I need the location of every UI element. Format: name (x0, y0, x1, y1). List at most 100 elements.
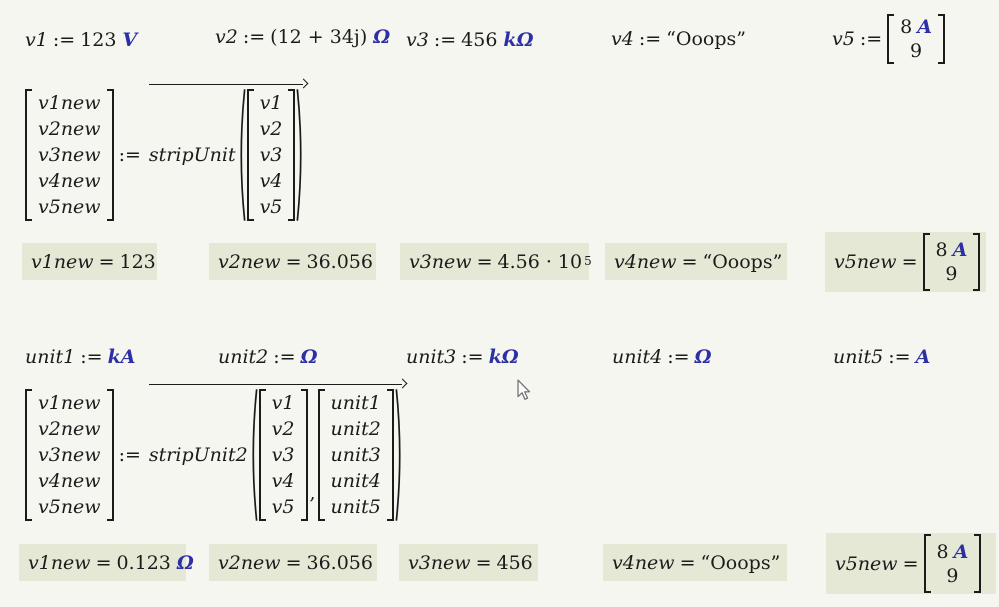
variable-name: v2new (218, 250, 281, 273)
result-v3new-first[interactable]: v3new = 4.56 · 10 5 (400, 243, 592, 280)
assign-operator: := (118, 444, 141, 466)
definition-unit4[interactable]: unit4 := Ω (612, 346, 712, 368)
unit-label: A (915, 346, 931, 368)
result-v5new-first[interactable]: v5new = 8 A 9 (825, 232, 986, 292)
variable-name: unit2 (218, 346, 269, 368)
assign-operator: := (242, 26, 266, 48)
matrix-row: v2new (38, 418, 101, 440)
matrix-bracket-left (922, 233, 930, 291)
variable-name: v2new (218, 551, 281, 574)
matrix-row: 8 A (937, 540, 969, 564)
variable-name: v4 (611, 28, 634, 50)
mouse-pointer-icon (517, 379, 531, 400)
value: 456 (496, 551, 533, 574)
matrix-row: v4 (259, 170, 283, 192)
value: 9 (946, 564, 959, 587)
paren-right-icon (296, 88, 305, 222)
definition-v5[interactable]: v5 := 8 A 9 (832, 13, 945, 65)
result-v4new-second[interactable]: v4new = “Ooops” (603, 544, 787, 581)
stripunit-assignment[interactable]: v1new v2new v3new v4new v5new := stripUn… (25, 78, 309, 222)
unit-label: Ω (373, 26, 391, 48)
stripunit2-assignment[interactable]: v1new v2new v3new v4new v5new := stripUn… (25, 378, 408, 522)
unit-label: A (917, 16, 932, 38)
matrix-row: 9 (937, 564, 969, 588)
assign-operator: := (461, 346, 484, 368)
matrix-row: 8 A (936, 238, 968, 262)
unit-label: kA (107, 346, 136, 368)
equals-operator: = (681, 250, 698, 273)
value: “Ooops” (702, 250, 783, 273)
equals-operator: = (901, 251, 918, 273)
assign-operator: := (118, 144, 141, 166)
unit-label: V (122, 29, 138, 51)
matrix-bracket-right (386, 389, 394, 521)
matrix-row: 9 (936, 262, 968, 286)
value: 36.056 (306, 551, 373, 574)
matrix-row: v2new (38, 118, 101, 140)
variable-name: v1new (31, 250, 94, 273)
matrix-row: 8 A (900, 15, 932, 39)
matrix-row: v2 (271, 418, 295, 440)
matrix-row: 9 (900, 39, 932, 63)
matrix-bracket-left (258, 389, 266, 521)
unit-label: Ω (300, 346, 318, 368)
matrix-bracket-left (923, 534, 931, 593)
assign-operator: := (638, 28, 662, 50)
variable-name: v3new (408, 551, 471, 574)
input-matrix: v1 v2 v3 v4 v5 (254, 88, 289, 222)
definition-v1[interactable]: v1 := 123 V (25, 29, 137, 51)
variable-name: v4new (614, 250, 677, 273)
variable-name: v1new (28, 551, 91, 574)
unit-label: kΩ (503, 29, 534, 51)
result-v5new-second[interactable]: v5new = 8 A 9 (826, 533, 996, 594)
value: (12 + 34j) (270, 26, 368, 48)
definition-v4[interactable]: v4 := “Ooops” (611, 28, 746, 50)
variable-name: unit3 (406, 346, 457, 368)
variable-name: v5 (832, 28, 855, 50)
equals-operator: = (98, 250, 115, 273)
unit-label: A (953, 540, 969, 563)
argument-separator: , (309, 482, 316, 504)
variable-name: v1 (25, 29, 48, 51)
function-name: stripUnit2 (148, 444, 248, 466)
matrix-row: v5new (38, 196, 101, 218)
definition-unit3[interactable]: unit3 := kΩ (406, 346, 519, 368)
matrix-row: unit1 (330, 392, 381, 414)
function-name: stripUnit (148, 144, 236, 166)
result-v1new-first[interactable]: v1new = 123 (22, 243, 157, 280)
value: “Ooops” (700, 551, 781, 574)
matrix: 8 A 9 (930, 236, 974, 288)
paren-right-icon (395, 388, 404, 522)
assign-operator: := (888, 346, 911, 368)
variable-name: v5new (835, 552, 898, 575)
equals-operator: = (902, 552, 919, 575)
definition-v3[interactable]: v3 := 456 kΩ (406, 29, 534, 51)
matrix-row: v3new (38, 144, 101, 166)
value: 8 (900, 16, 913, 38)
result-v3new-second[interactable]: v3new = 456 (399, 544, 538, 581)
assign-operator: := (52, 29, 76, 51)
matrix-row: v4new (38, 470, 101, 492)
value: 456 (461, 29, 498, 51)
result-v2new-second[interactable]: v2new = 36.056 (209, 544, 377, 581)
definition-unit1[interactable]: unit1 := kA (25, 346, 136, 368)
result-v1new-second[interactable]: v1new = 0.123 Ω (19, 544, 194, 581)
units-matrix: unit1 unit2 unit3 unit4 unit5 (325, 388, 387, 522)
result-v4new-first[interactable]: v4new = “Ooops” (605, 243, 787, 280)
definition-unit2[interactable]: unit2 := Ω (218, 346, 318, 368)
value: 9 (910, 40, 923, 62)
definition-v2[interactable]: v2 := (12 + 34j) Ω (215, 26, 390, 48)
definition-unit5[interactable]: unit5 := A (833, 346, 930, 368)
matrix-bracket-left (246, 89, 254, 221)
matrix-row: v1 (271, 392, 295, 414)
output-matrix: v1new v2new v3new v4new v5new (32, 88, 107, 222)
value: 123 (80, 29, 117, 51)
result-v2new-first[interactable]: v2new = 36.056 (209, 243, 376, 280)
assign-operator: := (859, 28, 883, 50)
paren-left-icon (249, 388, 258, 522)
variable-name: v5new (834, 251, 897, 273)
variable-name: v3new (409, 250, 472, 273)
equals-operator: = (679, 551, 696, 574)
equals-operator: = (475, 551, 492, 574)
